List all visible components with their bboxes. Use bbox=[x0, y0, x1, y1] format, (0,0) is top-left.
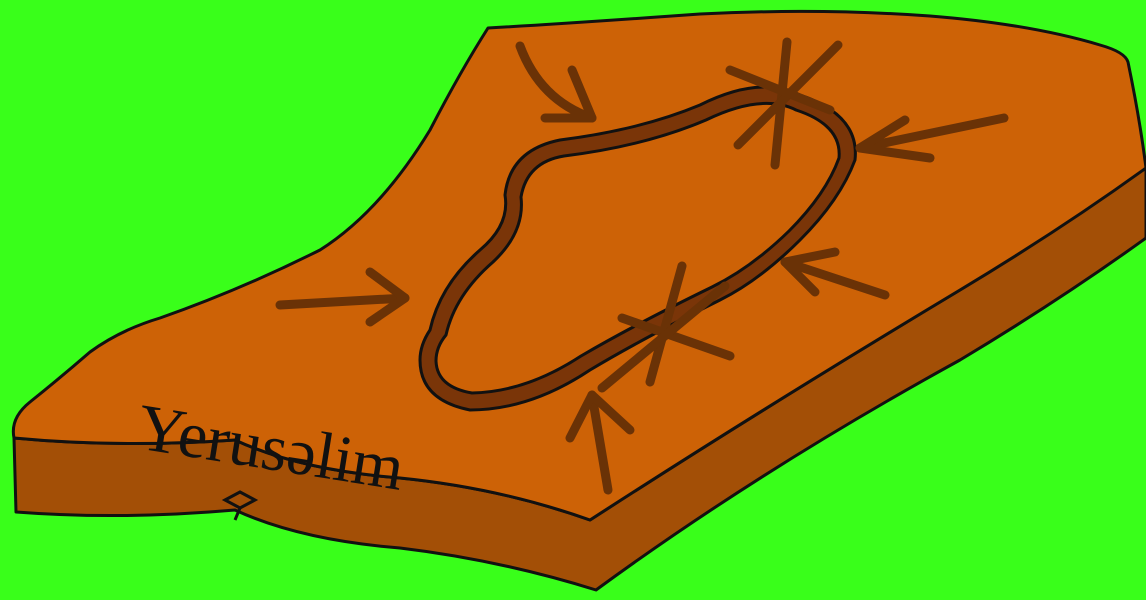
siege-map: Yerusəlim bbox=[0, 0, 1146, 600]
